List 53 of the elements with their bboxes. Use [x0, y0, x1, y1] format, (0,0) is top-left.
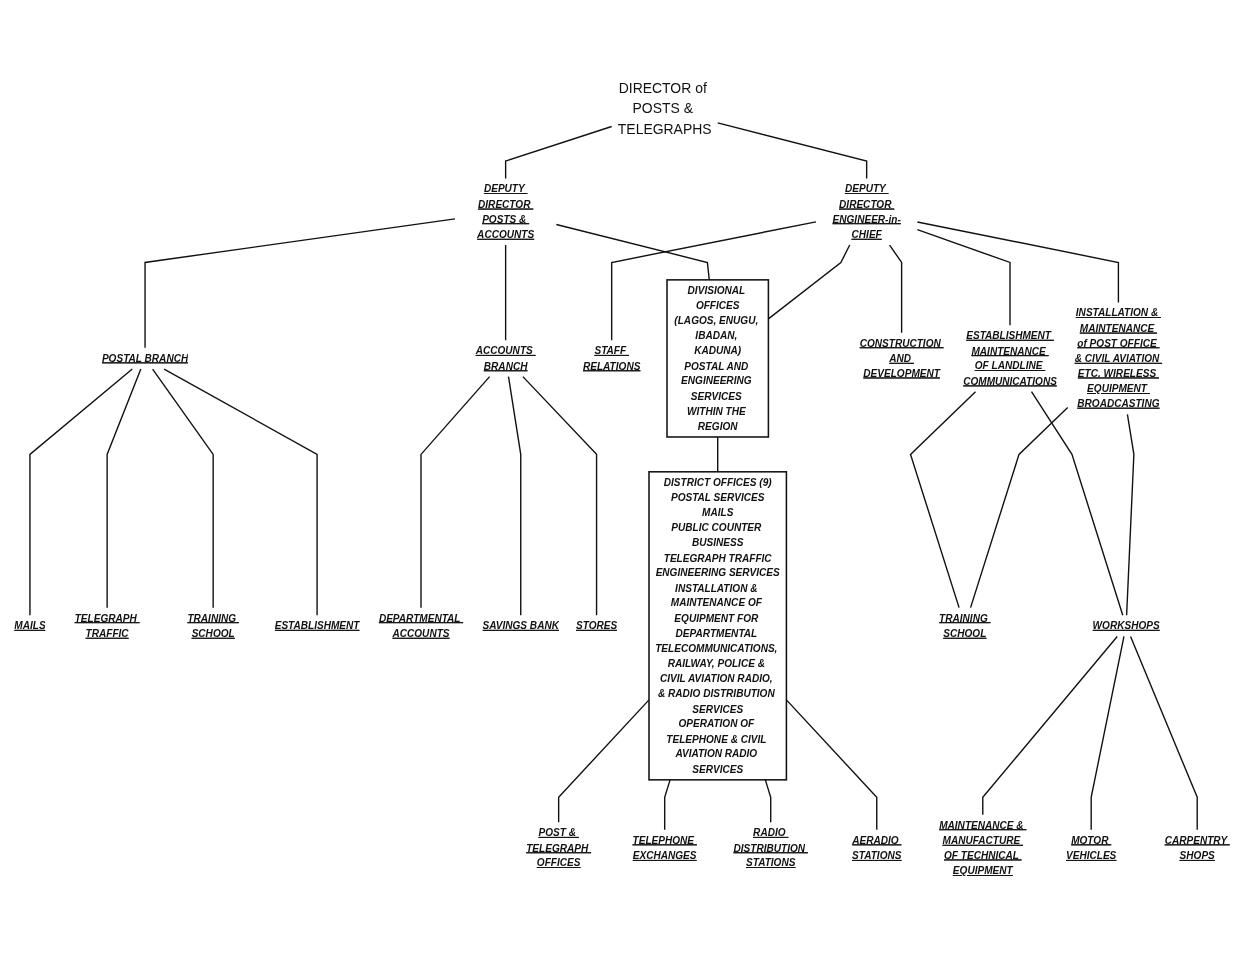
node-text: ACCOUNTS BRANCH: [475, 344, 533, 372]
connector: [909, 391, 977, 609]
connector: [717, 122, 868, 180]
connector: [504, 244, 507, 341]
connector: [163, 368, 318, 616]
connector: [916, 221, 1120, 304]
connector: [982, 635, 1118, 816]
node-text: MOTOR VEHICLES: [1066, 834, 1117, 862]
node-text: MAINTENANCE & MANUFACTURE OF TECHNICAL EQUIPMENT: [939, 819, 1024, 877]
connector: [916, 229, 1011, 326]
connector: [106, 368, 142, 609]
node-text: DEPUTY DIRECTOR POSTS & ACCOUNTS: [477, 183, 535, 240]
node-text: CONSTRUCTION AND DEVELOPMENT: [859, 337, 941, 380]
connector: [969, 406, 1069, 609]
connector: [420, 375, 491, 609]
connector: [888, 244, 903, 334]
connector: [1125, 413, 1135, 616]
node-text: MAILS: [14, 619, 46, 632]
node-text: DEPUTY DIRECTOR ENGINEER-in-CHIEF: [832, 183, 901, 240]
node-text: POSTAL BRANCH: [101, 352, 189, 365]
node-box: DIVISIONAL OFFICES (LAGOS, ENUGU, IBADAN, KADUNA) POSTAL AND ENGINEERING SERVICES WITHIN THE REGION: [666, 279, 770, 438]
node-text: TRAINING SCHOOL: [939, 612, 988, 639]
node-text: RADIO DISTRIBUTION STATIONS: [733, 826, 806, 869]
connector: [610, 221, 817, 341]
node-text: STORES: [575, 619, 618, 632]
connector: [717, 436, 719, 473]
connector: [555, 223, 710, 281]
node-text: TELEPHONE EXCHANGES: [632, 834, 697, 862]
connector: [1129, 635, 1198, 831]
connector: [29, 368, 133, 616]
connector: [522, 375, 598, 616]
node-text: WORKSHOPS: [1092, 619, 1160, 632]
node-text: STAFF RELATIONS: [582, 344, 641, 372]
node-text: POST & TELEGRAPH OFFICES: [526, 826, 589, 869]
node-text: ESTABLISHMENT: [274, 619, 360, 632]
connector: [1090, 635, 1125, 831]
node-text: INSTALLATION & MAINTENANCE of POST OFFICE & CIVIL AVIATION ETC. WIRELESS EQUIPMENT BROADCASTING: [1074, 307, 1160, 410]
connector: [151, 368, 214, 609]
node-box: DISTRICT OFFICES (9) POSTAL SERVICES MAILS PUBLIC COUNTER BUSINESS TELEGRAPH TRAFFIC ENGINEERING SERVICES INSTALLATION & MAINTENANCE OF EQUIPMENT FOR DEPARTMENTAL TELECOMMUNICATIONS, RAILWAY, POLICE & CIVIL AVIATION RADIO, & RADIO DISTRIBUTION SERVICES OPERATION OF TELEPHONE & CIVIL AVIATION RADIO SERVICES: [648, 471, 788, 781]
connector: [764, 779, 772, 823]
node-text: SAVINGS BANK: [482, 619, 559, 632]
node-text: CARPENTRY SHOPS: [1164, 834, 1227, 862]
connector: [507, 375, 522, 616]
connector: [144, 218, 456, 349]
connector: [664, 779, 671, 831]
node-text: DEPARTMENTAL ACCOUNTS: [378, 612, 461, 639]
connector: [504, 125, 613, 180]
node-text: AERADIO STATIONS: [852, 834, 902, 862]
node-text: ESTABLISHMENT MAINTENANCE OF LANDLINE COMMUNICATIONS: [963, 329, 1057, 387]
node-text: TELEGRAPH TRAFFIC: [74, 612, 137, 639]
connector: [557, 699, 650, 823]
node-text: DIRECTOR of POSTS & TELEGRAPHS: [617, 80, 712, 138]
node-text: TRAINING SCHOOL: [187, 612, 237, 639]
